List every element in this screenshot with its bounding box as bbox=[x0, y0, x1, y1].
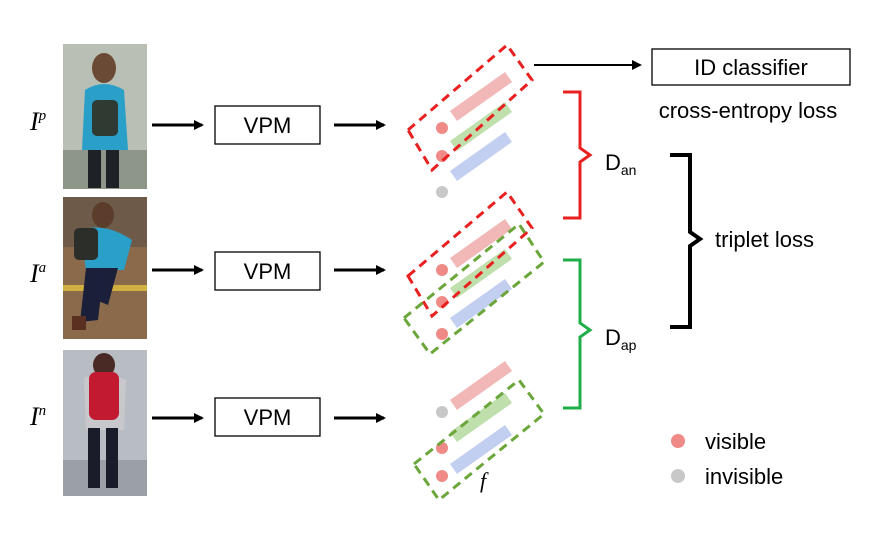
positive-input-label: Ip bbox=[29, 107, 47, 136]
feature-stack-anchor bbox=[401, 189, 547, 357]
legend-visible-dot bbox=[671, 434, 685, 448]
positive-person-image bbox=[63, 44, 147, 189]
vpm-label: VPM bbox=[244, 259, 292, 284]
bracket-triplet bbox=[670, 153, 704, 329]
feature-stack-negative bbox=[411, 361, 547, 503]
legend: visible invisible bbox=[671, 429, 783, 489]
visibility-dot bbox=[436, 328, 448, 340]
region-feature-top bbox=[450, 72, 512, 121]
dashed-box-green bbox=[411, 377, 547, 503]
region-feature-top bbox=[450, 219, 512, 268]
id-classifier-label: ID classifier bbox=[694, 55, 808, 80]
region-feature-bottom bbox=[450, 425, 512, 474]
negative-input-label: In bbox=[29, 402, 46, 431]
vpm-label: VPM bbox=[244, 113, 292, 138]
cross-entropy-loss-label: cross-entropy loss bbox=[659, 98, 838, 123]
feature-label: f bbox=[480, 468, 489, 493]
bracket-anchor-negative bbox=[563, 90, 593, 220]
anchor-input-label: Ia bbox=[29, 259, 46, 288]
region-feature-bottom bbox=[450, 132, 512, 181]
dashed-box-red bbox=[406, 189, 534, 319]
visibility-dot bbox=[436, 264, 448, 276]
triplet-loss-label: triplet loss bbox=[715, 227, 814, 252]
legend-visible-label: visible bbox=[705, 429, 766, 454]
legend-invisible-dot bbox=[671, 469, 685, 483]
vpm-module-anchor: VPM bbox=[214, 251, 321, 291]
visibility-dot bbox=[436, 406, 448, 418]
bracket-anchor-positive bbox=[563, 258, 593, 410]
vpm-module-negative: VPM bbox=[214, 397, 321, 437]
anchor-person-image bbox=[63, 197, 147, 339]
region-feature-top bbox=[450, 361, 512, 410]
dashed-box-red bbox=[406, 42, 534, 173]
legend-invisible-label: invisible bbox=[705, 464, 783, 489]
id-classifier-box: ID classifier bbox=[651, 48, 851, 86]
feature-stack-positive bbox=[406, 42, 534, 198]
distance-ap-label: Dap bbox=[605, 325, 637, 353]
region-feature-mid bbox=[450, 393, 512, 442]
vpm-module-positive: VPM bbox=[214, 105, 321, 145]
distance-an-label: Dan bbox=[605, 150, 636, 178]
negative-person-image bbox=[63, 350, 147, 496]
visibility-dot bbox=[436, 186, 448, 198]
region-feature-bottom bbox=[450, 279, 512, 328]
visibility-dot bbox=[436, 122, 448, 134]
vpm-label: VPM bbox=[244, 405, 292, 430]
visibility-dot bbox=[436, 470, 448, 482]
